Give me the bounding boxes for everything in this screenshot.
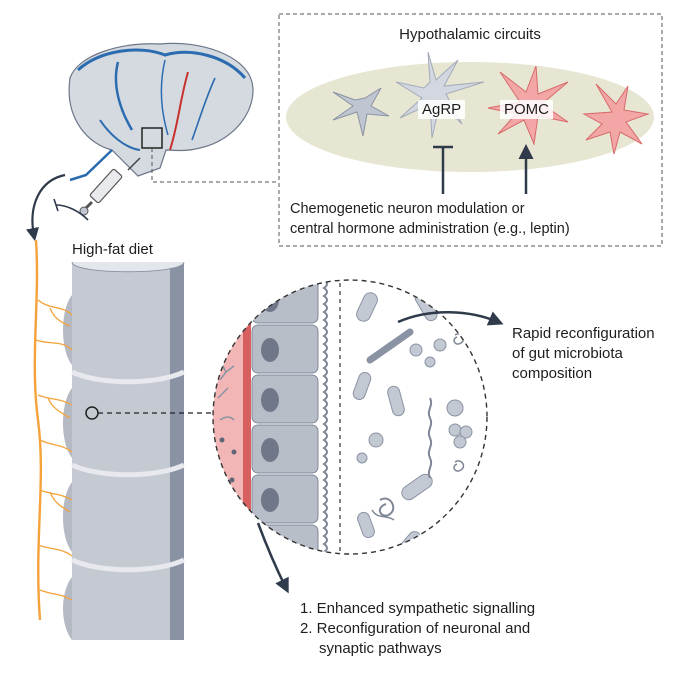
hypothalamus-panel xyxy=(278,13,663,247)
mucosa-layer xyxy=(213,280,248,554)
hypothalamus-connector xyxy=(151,148,279,183)
modulation-label-line2: central hormone administration (e.g., le… xyxy=(290,221,570,237)
brain xyxy=(68,42,254,182)
diet-label: High-fat diet xyxy=(72,241,153,258)
sympathetic-nerve xyxy=(33,239,43,621)
brain-gut-arrow xyxy=(26,173,66,242)
agrp-label: AgRP xyxy=(418,100,466,119)
diet-inhibition-bar xyxy=(53,198,59,212)
microbiota-label-line3: composition xyxy=(512,365,593,382)
syringe-icon xyxy=(79,157,141,216)
bacteria xyxy=(352,290,473,554)
magnified-circle-border xyxy=(212,279,488,555)
microbiota-label-line2: of gut microbiota xyxy=(512,345,623,362)
magnified-view xyxy=(213,280,487,554)
outcome-item-1: 1. Enhanced sympathetic signalling xyxy=(300,600,536,617)
pomc-label: POMC xyxy=(500,100,553,119)
hypothalamus-title: Hypothalamic circuits xyxy=(399,26,541,43)
microbiota-arrow xyxy=(397,311,504,326)
outcome-item-2: 2. Reconfiguration of neuronal and xyxy=(300,620,531,637)
outcome-item-2-cont: synaptic pathways xyxy=(319,640,442,657)
diet-inhibition xyxy=(55,204,89,221)
grey-neuron-left xyxy=(332,87,390,137)
outcome-arrow xyxy=(256,522,289,594)
microbiota-label-line1: Rapid reconfiguration xyxy=(512,325,655,342)
pomc-neuron-right xyxy=(582,83,650,155)
nerve-branches xyxy=(35,299,73,601)
modulation-label-line1: Chemogenetic neuron modulation or xyxy=(290,201,525,217)
microvilli-border xyxy=(322,280,328,554)
gut-tube xyxy=(63,261,186,640)
